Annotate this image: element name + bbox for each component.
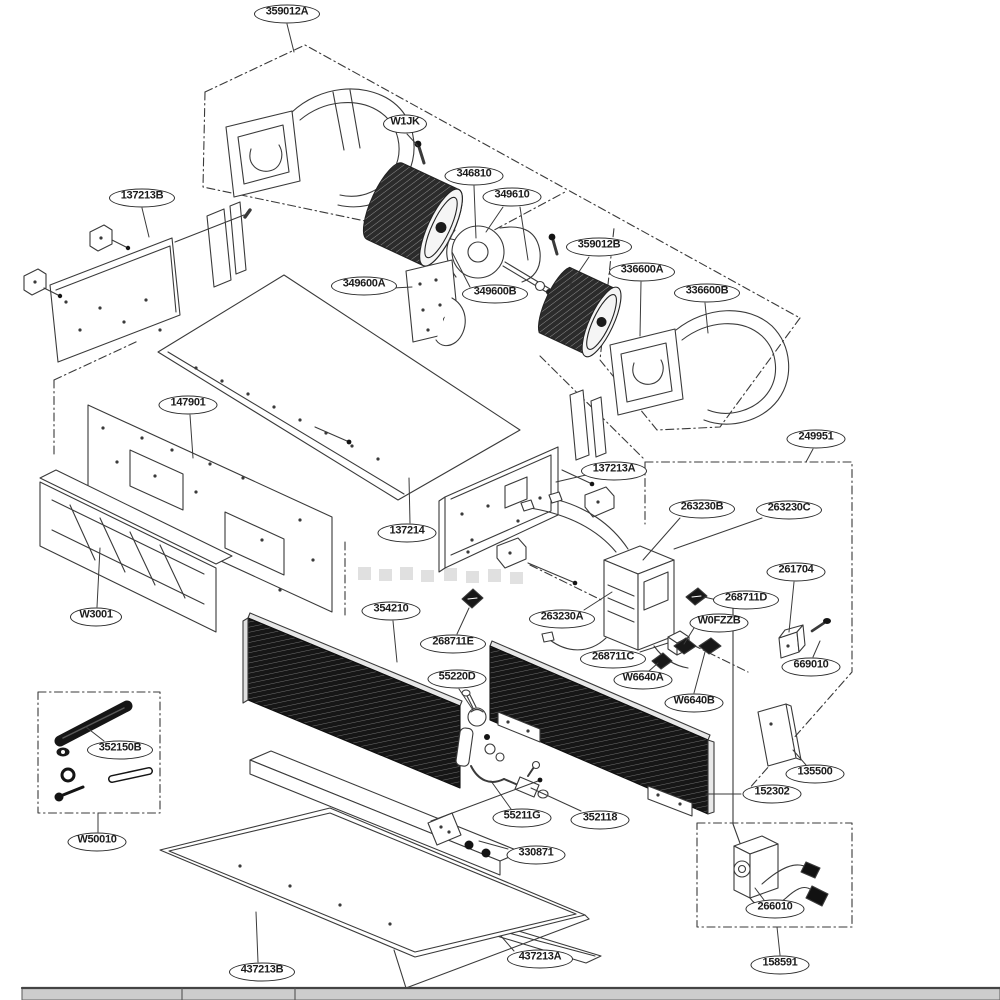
part-label-266010: 266010 bbox=[745, 899, 805, 919]
part-label-354210: 354210 bbox=[361, 601, 421, 621]
part-label-261704: 261704 bbox=[766, 562, 826, 582]
part-label-135500: 135500 bbox=[785, 764, 845, 784]
part-label-W50010: W50010 bbox=[67, 832, 127, 852]
part-label-359012B: 359012B bbox=[566, 237, 632, 257]
chassis-top-plate bbox=[157, 274, 521, 501]
part-label-W6640B: W6640B bbox=[664, 693, 724, 713]
hardware-kit-W50010 bbox=[37, 691, 161, 814]
part-label-147901: 147901 bbox=[158, 395, 218, 415]
part-label-669010: 669010 bbox=[781, 657, 841, 677]
bottom-panel-437213B bbox=[159, 807, 590, 989]
part-label-55211G: 55211G bbox=[492, 808, 552, 828]
heat-exchanger-152302 bbox=[489, 640, 715, 817]
screw-top-right bbox=[548, 233, 559, 256]
part-label-263230B: 263230B bbox=[669, 499, 735, 519]
parts-table-edge bbox=[20, 986, 1000, 1000]
screw-W1JK bbox=[414, 140, 426, 165]
part-label-349610: 349610 bbox=[482, 187, 542, 207]
bracket-135500 bbox=[757, 703, 802, 767]
part-label-268711D: 268711D bbox=[713, 590, 779, 610]
part-label-W6640A: W6640A bbox=[613, 670, 673, 690]
part-label-249951: 249951 bbox=[786, 429, 846, 449]
part-label-263230A: 263230A bbox=[529, 609, 595, 629]
part-label-263230C: 263230C bbox=[756, 500, 822, 520]
part-label-352118: 352118 bbox=[570, 810, 630, 830]
blower-housing-2 bbox=[609, 310, 790, 425]
electrical-components bbox=[461, 587, 722, 670]
part-label-268711E: 268711E bbox=[420, 634, 486, 654]
inlet-grille-W3001 bbox=[39, 469, 233, 633]
part-label-336600A: 336600A bbox=[609, 262, 675, 282]
rear-panel-137214 bbox=[438, 389, 615, 586]
leader-lines bbox=[85, 23, 821, 963]
part-label-346810: 346810 bbox=[444, 166, 504, 186]
part-label-W0FZZB: W0FZZB bbox=[689, 613, 749, 633]
front-panel-147901 bbox=[87, 404, 333, 613]
fan-motor-346810 bbox=[446, 225, 552, 295]
heat-exchanger-354210 bbox=[242, 612, 463, 789]
fan-wheel-2 bbox=[537, 266, 622, 358]
part-label-336600B: 336600B bbox=[674, 283, 740, 303]
part-label-158591: 158591 bbox=[750, 955, 810, 975]
motor-mount-349600A bbox=[405, 259, 466, 347]
part-label-268711C: 268711C bbox=[580, 649, 646, 669]
side-panel-137213B bbox=[23, 201, 252, 363]
part-label-W1JK: W1JK bbox=[383, 114, 427, 134]
watermark-smudge bbox=[358, 567, 523, 584]
part-label-152302: 152302 bbox=[742, 784, 802, 804]
bottom-rail-330871 bbox=[249, 750, 543, 876]
routing-line bbox=[732, 596, 742, 847]
part-label-352150B: 352150B bbox=[87, 740, 153, 760]
part-label-437213B: 437213B bbox=[229, 962, 295, 982]
part-label-437213A: 437213A bbox=[507, 949, 573, 969]
screw-669010 bbox=[810, 618, 831, 633]
misc-screws bbox=[314, 426, 352, 445]
part-label-330871: 330871 bbox=[506, 845, 566, 865]
power-cord-kit-266010 bbox=[696, 822, 853, 928]
part-label-137213A: 137213A bbox=[581, 461, 647, 481]
capacitor-261704 bbox=[778, 624, 806, 659]
part-label-349600B: 349600B bbox=[462, 284, 528, 304]
piping-assembly bbox=[455, 689, 549, 799]
control-box-263230A bbox=[520, 491, 689, 669]
fan-wheel-1 bbox=[362, 162, 463, 267]
part-label-137214: 137214 bbox=[377, 523, 437, 543]
part-label-349600A: 349600A bbox=[331, 276, 397, 296]
part-label-359012A: 359012A bbox=[254, 4, 320, 24]
part-label-137213B: 137213B bbox=[109, 188, 175, 208]
part-label-55220D: 55220D bbox=[427, 669, 487, 689]
part-label-W3001: W3001 bbox=[70, 607, 122, 627]
blower-housing-1 bbox=[225, 88, 415, 208]
